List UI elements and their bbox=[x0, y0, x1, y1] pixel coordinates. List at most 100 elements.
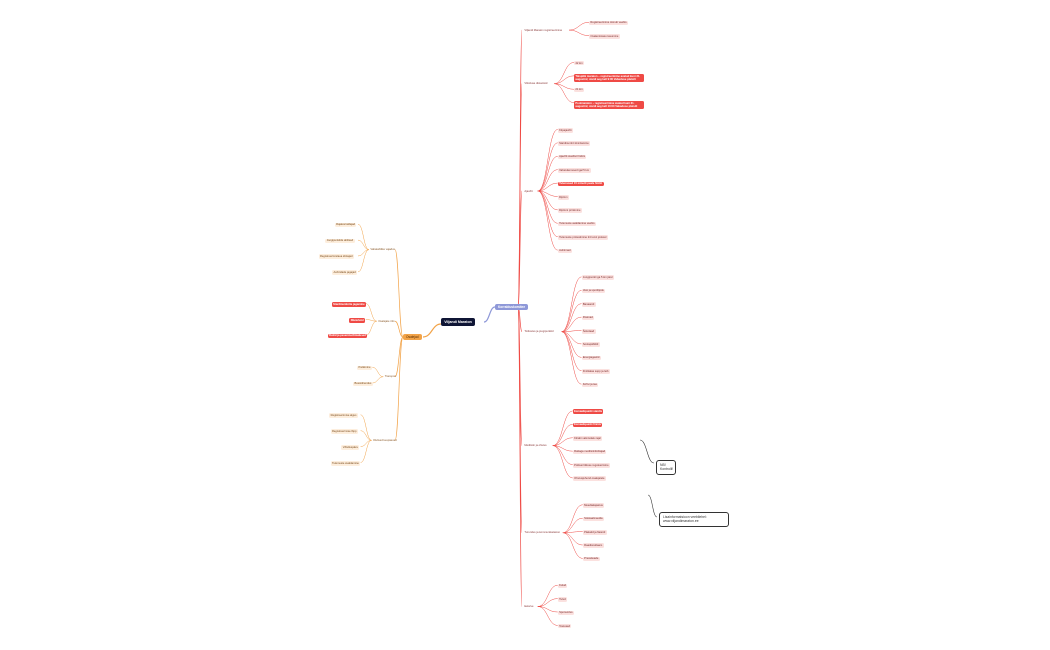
connector-item-1-1 bbox=[553, 75, 575, 84]
item-right-5-3[interactable]: Raadioreklaam bbox=[582, 543, 604, 549]
item-right-3-4[interactable]: Šokolaad bbox=[581, 329, 596, 334]
item-right-4-2[interactable]: Kiirabi valmisolek rajal bbox=[572, 436, 603, 441]
item-left-1-1[interactable]: Riietehoid bbox=[349, 318, 366, 323]
connector-item-3-0 bbox=[561, 276, 582, 332]
connector-item-0-1 bbox=[568, 29, 590, 36]
connector-left-group-1 bbox=[394, 320, 404, 338]
connector-item-3-6 bbox=[561, 331, 582, 358]
connector-left-group-3 bbox=[394, 336, 404, 441]
item-right-2-0[interactable]: Kiipajavõtt bbox=[557, 127, 573, 133]
group-right-2[interactable]: Ajavõtt bbox=[524, 189, 533, 193]
item-right-1-1[interactable]: Täispikk maraton – registreerimine avatu… bbox=[574, 74, 644, 83]
branch-right[interactable]: Korralduskomitee bbox=[495, 304, 529, 311]
item-right-1-0[interactable]: 42 km bbox=[574, 60, 585, 66]
group-right-3[interactable]: Toitlustus ja joogipunktid bbox=[524, 330, 554, 334]
item-right-2-9[interactable]: Auhinnad bbox=[557, 248, 572, 254]
item-right-4-5[interactable]: Ohutusjuhend osalejatele bbox=[572, 476, 606, 482]
group-left-1[interactable]: Osalejate info bbox=[378, 319, 395, 323]
item-left-1-0[interactable]: Stardinumbrite jagamine bbox=[331, 302, 367, 307]
item-left-2-0[interactable]: Parkimine bbox=[357, 365, 372, 371]
connector-item-3-4 bbox=[561, 330, 582, 332]
item-right-4-1[interactable]: Esmaabipunkt finišis bbox=[572, 422, 603, 428]
item-right-2-3[interactable]: Vahetulemused igal 5 km bbox=[557, 168, 591, 173]
item-right-5-4[interactable]: Pressiteade bbox=[582, 556, 600, 562]
item-right-2-4[interactable]: Tulemused 15 minutit peale finišit bbox=[557, 181, 604, 187]
connector-left-item-2-0 bbox=[372, 366, 384, 378]
connector-left-item-3-2 bbox=[360, 440, 372, 447]
item-left-3-2[interactable]: Võistluspäev bbox=[341, 445, 360, 450]
note-box-2[interactable]: Lisainformatsioon veebilehel: www.viljan… bbox=[659, 512, 729, 527]
item-right-0-1[interactable]: Osalemistasu tasumine bbox=[589, 34, 620, 39]
connector-left-item-0-1 bbox=[357, 239, 370, 250]
connector-left-item-0-2 bbox=[357, 249, 370, 257]
item-left-0-3[interactable]: Auhindade jagajad bbox=[332, 270, 358, 275]
group-right-6[interactable]: Eelarve bbox=[524, 605, 534, 609]
item-right-6-3[interactable]: Toetused bbox=[557, 623, 572, 629]
item-right-3-6[interactable]: Energiageelid bbox=[581, 355, 601, 361]
connector-group-6 bbox=[517, 306, 523, 607]
connector-left-item-3-3 bbox=[360, 440, 372, 463]
connector-item-3-8 bbox=[561, 331, 582, 385]
item-right-2-5[interactable]: Diplom bbox=[557, 194, 569, 200]
item-right-2-8[interactable]: Tulemuste protestimine 24 tunni jooksul bbox=[557, 235, 608, 240]
group-right-0[interactable]: Viljandi Maraton registreerimine bbox=[524, 28, 563, 32]
item-right-3-1[interactable]: Vesi ja spordijook bbox=[581, 288, 606, 294]
connector-item-3-1 bbox=[561, 290, 582, 332]
connector-left-item-3-0 bbox=[360, 414, 372, 441]
connector-item-5-0 bbox=[562, 504, 583, 534]
item-right-3-7[interactable]: Finišialas supp ja leib bbox=[581, 369, 610, 374]
item-left-1-2[interactable]: Dušid ja pesemisvõimalused bbox=[327, 333, 368, 339]
connector-left-item-0-3 bbox=[357, 249, 370, 273]
item-left-0-1[interactable]: Joogipunktide abilised bbox=[325, 238, 355, 244]
item-left-3-1[interactable]: Registreerimise lõpp bbox=[330, 429, 358, 434]
item-right-3-2[interactable]: Banaanid bbox=[581, 302, 596, 307]
item-left-0-2[interactable]: Registreerimislaua töötajad bbox=[318, 254, 354, 260]
connector-item-2-9 bbox=[537, 190, 558, 251]
item-right-3-5[interactable]: Soolapähklid bbox=[581, 342, 600, 347]
group-left-2[interactable]: Transport bbox=[384, 375, 397, 379]
item-right-6-2[interactable]: Sponsorlus bbox=[557, 610, 574, 616]
item-right-3-3[interactable]: Rosinad bbox=[581, 315, 595, 321]
item-right-4-0[interactable]: Esmaabipunkt stardis bbox=[572, 409, 604, 414]
item-left-3-0[interactable]: Registreerimise algus bbox=[329, 413, 358, 418]
connector-item-5-2 bbox=[562, 531, 583, 534]
connector-item-3-3 bbox=[561, 316, 582, 332]
item-right-2-6[interactable]: Diplomi printimine bbox=[557, 208, 582, 213]
item-right-3-8[interactable]: Kohvi ja tee bbox=[581, 382, 599, 388]
group-left-0[interactable]: Vabatahtlike vajadus bbox=[370, 248, 395, 252]
item-right-0-0[interactable]: Registreerimine toimub veebis bbox=[589, 20, 628, 26]
item-left-0-0[interactable]: Rajakorraldajad bbox=[334, 222, 357, 228]
group-right-1[interactable]: Võistluse distantsid bbox=[524, 82, 548, 86]
connector-group-2 bbox=[517, 190, 523, 308]
connector-item-6-3 bbox=[537, 606, 558, 626]
root-node[interactable]: Viljandi Maraton bbox=[441, 318, 476, 326]
connector-item-4-0 bbox=[552, 410, 573, 446]
connector-left-item-1-2 bbox=[365, 320, 377, 336]
item-right-6-1[interactable]: Tulud bbox=[557, 597, 568, 602]
connector-root-right bbox=[483, 306, 496, 323]
connector-item-5-4 bbox=[562, 532, 583, 559]
connector-item-6-0 bbox=[537, 584, 558, 607]
group-right-4[interactable]: Meditsiin ja ohutus bbox=[524, 444, 547, 448]
item-right-4-4[interactable]: Politsei liikluse reguleerimine bbox=[572, 463, 611, 468]
item-right-3-0[interactable]: Joogipunkt iga 5 km järel bbox=[581, 275, 615, 280]
item-right-4-3[interactable]: Rattaga meditsiinitöötajad bbox=[572, 449, 607, 455]
note-box-1[interactable]: NB! Kontrolli! bbox=[656, 460, 676, 475]
branch-left[interactable]: Osalejad bbox=[403, 334, 422, 341]
connector-item-4-5 bbox=[552, 445, 573, 479]
item-right-5-2[interactable]: Plakatid ja flaierid bbox=[582, 530, 607, 535]
connector-item-4-2 bbox=[552, 437, 573, 446]
item-left-3-3[interactable]: Tulemuste avaldamine bbox=[330, 460, 361, 466]
item-right-2-1[interactable]: Stardinumbri kinnitamine bbox=[557, 141, 591, 146]
item-left-2-1[interactable]: Bussiühendus bbox=[353, 381, 373, 387]
item-right-2-2[interactable]: Ajavõtt stardist finišini bbox=[557, 154, 587, 160]
group-right-5[interactable]: Turundus ja kommunikatsioon bbox=[524, 531, 561, 535]
item-right-5-1[interactable]: Sotsiaalmeedia bbox=[582, 516, 604, 522]
item-right-2-7[interactable]: Tulemuste avaldamine veebis bbox=[557, 221, 596, 227]
item-right-1-3[interactable]: Poolmaraton – registreerimine avatud kun… bbox=[574, 101, 644, 110]
group-left-3[interactable]: Olulised kuupäevad bbox=[372, 438, 397, 442]
connector-item-2-0 bbox=[537, 129, 558, 192]
item-right-5-0[interactable]: Meediakajastus bbox=[582, 503, 605, 508]
item-right-1-2[interactable]: 21 km bbox=[574, 87, 585, 93]
item-right-6-0[interactable]: Kulud bbox=[557, 583, 568, 589]
